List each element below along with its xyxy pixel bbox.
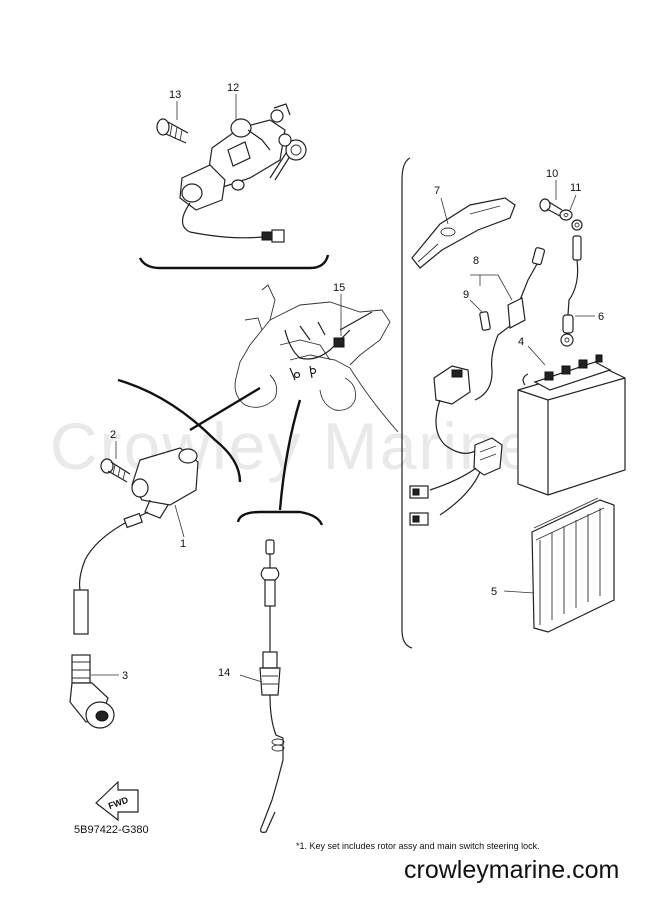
callout-7: 7 xyxy=(434,185,440,197)
part-1-ignition-coil[interactable] xyxy=(73,447,199,635)
callout-6: 6 xyxy=(598,311,604,323)
callout-3: 3 xyxy=(122,670,128,682)
site-url[interactable]: crowleymarine.com xyxy=(404,856,620,884)
part-12-main-switch[interactable] xyxy=(179,94,307,243)
part-10-bolt[interactable] xyxy=(539,180,563,217)
part-8-fuse-lead[interactable] xyxy=(470,247,546,401)
callout-5: 5 xyxy=(491,586,497,598)
callout-4: 4 xyxy=(518,336,524,348)
part-14-sensor[interactable] xyxy=(239,539,285,833)
link-line-coil xyxy=(189,386,261,432)
callout-1: 1 xyxy=(180,538,186,550)
inset-frame-battery xyxy=(401,157,413,649)
callout-10: 10 xyxy=(546,168,558,180)
inset-frame-sensor xyxy=(236,510,324,526)
callout-8: 8 xyxy=(473,255,479,267)
part-11-washer[interactable] xyxy=(559,194,577,221)
part-2-bolt[interactable] xyxy=(100,441,131,483)
inset-frame-top xyxy=(138,254,330,270)
motorcycle-outline xyxy=(234,284,391,411)
link-line-battery xyxy=(349,367,399,433)
callout-12: 12 xyxy=(227,82,239,94)
part-6-battery-lead[interactable] xyxy=(560,219,595,347)
callout-14: 14 xyxy=(218,667,230,679)
callout-11: 11 xyxy=(570,182,581,194)
part-13-bolt[interactable] xyxy=(156,101,189,144)
callout-15: 15 xyxy=(333,282,345,294)
callout-2: 2 xyxy=(110,429,116,441)
part-4-battery[interactable] xyxy=(517,345,626,496)
part-5-battery-cover[interactable] xyxy=(503,497,615,633)
callout-13: 13 xyxy=(169,89,181,101)
footnote: *1. Key set includes rotor assy and main… xyxy=(296,841,540,851)
diagram-code: 5B97422-G380 xyxy=(74,824,149,836)
part-3-plug-cap[interactable] xyxy=(69,654,119,729)
inset-frame-left xyxy=(117,378,242,483)
fwd-arrow-icon: FWD xyxy=(95,780,139,822)
callout-9: 9 xyxy=(463,289,469,301)
starter-relay[interactable] xyxy=(409,365,503,526)
part-7-battery-band[interactable] xyxy=(411,197,516,269)
part-9-fuse[interactable] xyxy=(469,299,491,331)
link-line-sensor xyxy=(278,399,302,511)
